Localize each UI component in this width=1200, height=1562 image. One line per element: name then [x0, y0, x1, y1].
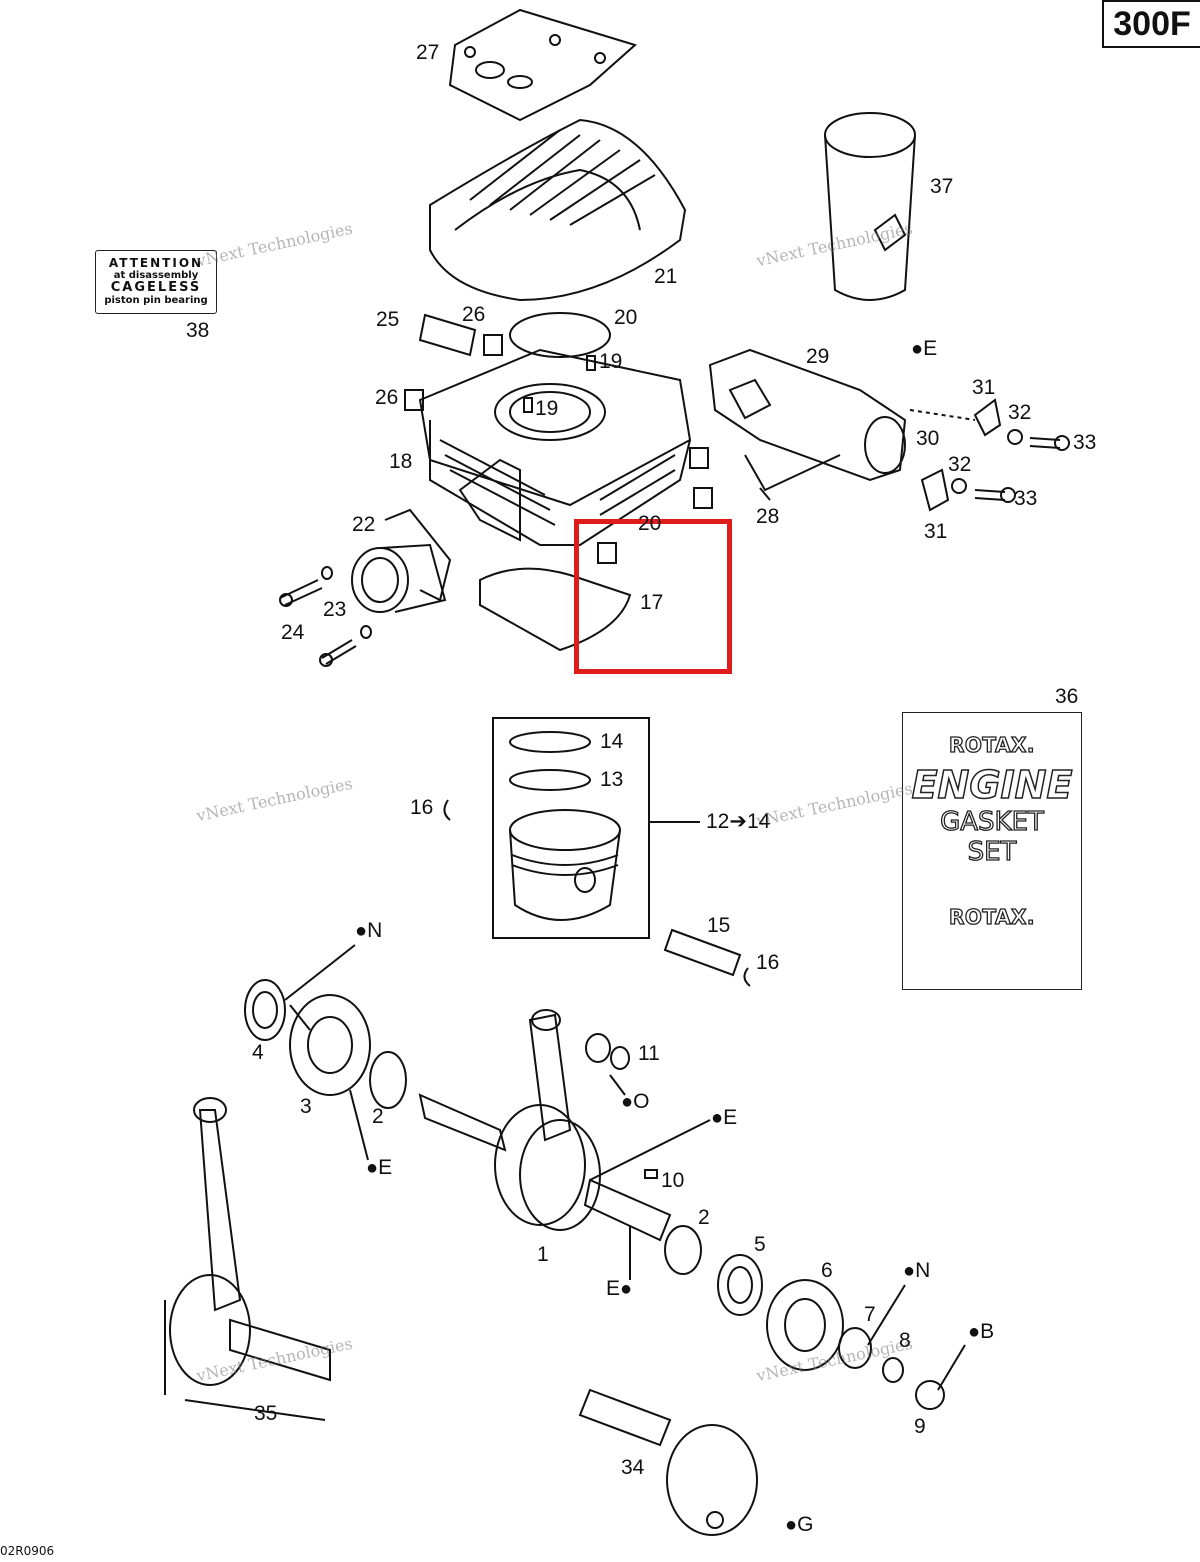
piston-kit-box — [492, 717, 650, 939]
lube-marker: E● — [606, 1277, 633, 1300]
callout-16: 16 — [756, 951, 780, 974]
callout-23: 23 — [323, 598, 347, 621]
callout-33: 33 — [1014, 487, 1038, 510]
callout-31: 31 — [924, 520, 948, 543]
callout-26: 26 — [462, 303, 486, 326]
exhaust-manifold-29 — [708, 348, 907, 482]
kit-brand-top: ROTAX. — [948, 732, 1035, 757]
connecting-rod-35 — [164, 1097, 331, 1421]
callout-21: 21 — [654, 265, 678, 288]
callout-37: 37 — [930, 175, 954, 198]
callout-12-14: 12➔14 — [706, 810, 771, 833]
oil-drop-icon: ● — [911, 338, 924, 360]
callout-5: 5 — [754, 1233, 766, 1256]
callout-3: 3 — [300, 1095, 312, 1118]
oil-drop-icon: ● — [366, 1157, 379, 1179]
callout-25: 25 — [376, 308, 400, 331]
callout-30: 30 — [916, 427, 940, 450]
crankshaft-1 — [418, 1009, 672, 1242]
callout-17: 17 — [640, 591, 664, 614]
callout-11: 11 — [638, 1042, 660, 1065]
model-code-badge: 300F — [1102, 0, 1200, 48]
callout-2: 2 — [372, 1105, 384, 1128]
callout-16: 16 — [410, 796, 434, 819]
callout-32: 32 — [1008, 401, 1032, 424]
oil-drop-icon: ● — [355, 920, 368, 942]
lube-marker: ●N — [903, 1259, 931, 1282]
diagram-code: 02R0906 — [0, 1544, 55, 1558]
o-ring-20 — [509, 312, 611, 358]
callout-38: 38 — [186, 319, 210, 342]
callout-24: 24 — [281, 621, 305, 644]
lube-marker: ●G — [785, 1513, 814, 1536]
lube-marker: ●N — [355, 919, 383, 942]
callout-1: 1 — [537, 1243, 549, 1266]
callout-6: 6 — [821, 1259, 833, 1282]
cylinder-18 — [418, 348, 692, 546]
callout-7: 7 — [864, 1303, 876, 1326]
oil-drop-icon: ● — [711, 1107, 724, 1129]
callout-29: 29 — [806, 345, 830, 368]
callout-14: 14 — [600, 730, 624, 753]
lube-marker: ●B — [968, 1320, 995, 1343]
callout-33: 33 — [1073, 431, 1097, 454]
callout-35: 35 — [254, 1402, 278, 1425]
intake-flange-22 — [351, 508, 452, 613]
kit-title-engine: ENGINE — [911, 762, 1073, 808]
callout-34: 34 — [621, 1456, 645, 1479]
cylinder-head-21 — [429, 118, 687, 302]
kit-title-set: SET — [967, 836, 1017, 867]
lube-marker: ●E — [366, 1156, 393, 1179]
oil-drop-icon: ● — [621, 1091, 634, 1113]
callout-19: 19 — [599, 350, 623, 373]
piston-12 — [509, 809, 621, 921]
cylinder-sleeve-37 — [824, 112, 916, 301]
oil-drop-icon: ● — [620, 1278, 633, 1300]
callout-4: 4 — [252, 1041, 264, 1064]
attention-line-4: piston pin bearing — [104, 295, 208, 307]
lube-marker: ●E — [711, 1106, 738, 1129]
attention-label-38: ATTENTION at disassembly CAGELESS piston… — [95, 250, 217, 314]
callout-9: 9 — [914, 1415, 926, 1438]
highlight-box-part-17 — [574, 519, 732, 674]
kit-brand-bottom: ROTAX. — [948, 904, 1035, 929]
kit-title-gasket: GASKET — [939, 806, 1044, 837]
callout-26: 26 — [375, 386, 399, 409]
callout-32: 32 — [948, 453, 972, 476]
callout-15: 15 — [707, 914, 731, 937]
attention-line-2: at disassembly — [113, 270, 199, 282]
attention-line-3: CAGELESS — [110, 280, 202, 296]
head-gasket-27 — [448, 8, 637, 122]
oil-drop-icon: ● — [903, 1260, 916, 1282]
callout-20: 20 — [638, 512, 662, 535]
callout-27: 27 — [416, 41, 440, 64]
callout-20: 20 — [614, 306, 638, 329]
callout-18: 18 — [389, 450, 413, 473]
callout-19: 19 — [535, 397, 559, 420]
oil-drop-icon: ● — [968, 1321, 981, 1343]
part-25 — [418, 313, 477, 357]
callout-28: 28 — [756, 505, 780, 528]
callout-2: 2 — [698, 1206, 710, 1229]
callout-22: 22 — [352, 513, 376, 536]
engine-gasket-set-36: ROTAX. ENGINE GASKET SET ROTAX. — [902, 712, 1082, 990]
callout-31: 31 — [972, 376, 996, 399]
lube-marker: ●O — [621, 1090, 650, 1113]
callout-8: 8 — [899, 1329, 911, 1352]
attention-line-1: ATTENTION — [108, 256, 204, 270]
lube-marker: ●E — [911, 337, 938, 360]
callout-13: 13 — [600, 768, 624, 791]
callout-36: 36 — [1055, 685, 1079, 708]
oil-drop-icon: ● — [785, 1514, 798, 1536]
callout-10: 10 — [661, 1169, 685, 1192]
